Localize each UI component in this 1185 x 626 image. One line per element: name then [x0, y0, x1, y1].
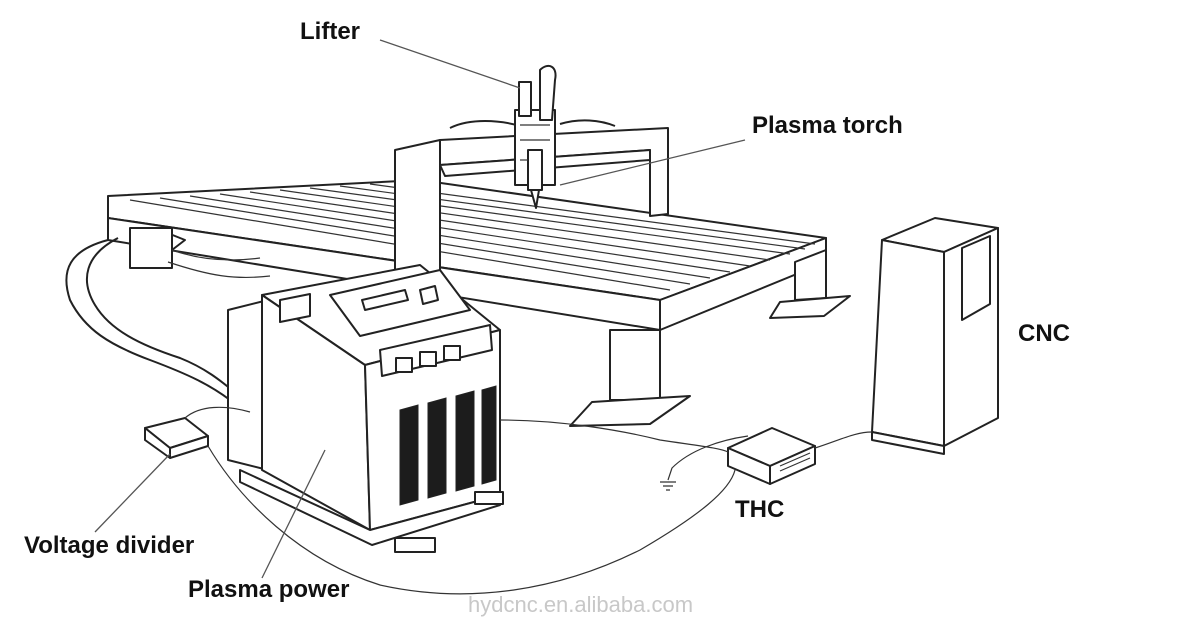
- cable-tray: [65, 227, 271, 401]
- label-thc: THC: [735, 496, 785, 523]
- thc-box: [727, 427, 816, 485]
- signal-cables: [207, 419, 873, 595]
- leader-lines: [94, 39, 746, 579]
- cnc-cabinet: [871, 217, 999, 455]
- label-plasma-power: Plasma power: [188, 576, 350, 603]
- label-cnc: CNC: [1018, 320, 1070, 347]
- plasma-power-unit: [227, 264, 504, 553]
- label-plasma-torch: Plasma torch: [752, 112, 903, 139]
- lifter-torch-assembly: [514, 64, 557, 209]
- watermark-text: hydcnc.en.alibaba.com: [468, 592, 694, 617]
- label-lifter: Lifter: [300, 18, 360, 45]
- voltage-divider-box: [144, 406, 251, 459]
- label-voltage-divider: Voltage divider: [24, 532, 195, 559]
